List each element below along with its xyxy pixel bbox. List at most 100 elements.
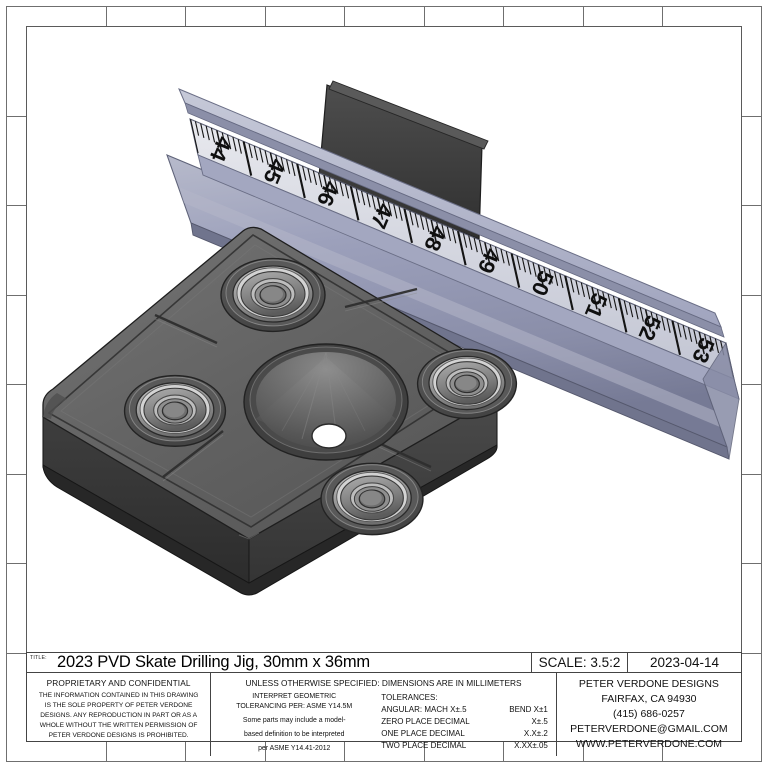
- ruler-tick: [628, 302, 634, 318]
- ruler-tick: [462, 233, 468, 248]
- company-block: PETER VERDONE DESIGNS FAIRFAX, CA 94930 …: [557, 673, 741, 756]
- ruler-tick: [617, 297, 628, 333]
- ruler-tick: [687, 327, 693, 342]
- title-block-row-notes: PROPRIETARY AND CONFIDENTIAL THE INFORMA…: [27, 673, 741, 757]
- frame-zone-tick: [423, 742, 425, 762]
- title-block: TITLE: 2023 PVD Skate Drilling Jig, 30mm…: [26, 652, 742, 757]
- ruler-tick: [355, 188, 360, 203]
- jig-corner-left: [43, 393, 67, 419]
- ruler-tick: [543, 266, 548, 282]
- ruler-tick: [537, 264, 545, 288]
- frame-zone-tick: [423, 6, 425, 26]
- ruler-tick: [596, 289, 602, 304]
- title-cell: TITLE: 2023 PVD Skate Drilling Jig, 30mm…: [27, 653, 531, 672]
- ruler-tick: [548, 268, 553, 284]
- frame-zone-tick: [742, 473, 762, 475]
- ruler-tick: [709, 336, 714, 351]
- frame-zone-tick: [264, 742, 266, 762]
- ruler-tick: [264, 150, 269, 165]
- ruler-tick: [259, 147, 264, 163]
- ruler-tick: [280, 156, 285, 172]
- frame-zone-tick: [6, 473, 26, 475]
- frame-zone-tick: [742, 294, 762, 296]
- tolerances-heading: TOLERANCES:: [381, 693, 438, 702]
- ruler-tick: [655, 313, 661, 329]
- tolerance-value: BEND X±1: [509, 705, 548, 714]
- ruler-tick: [489, 244, 494, 259]
- ruler-tick: [414, 212, 419, 228]
- frame-zone-tick: [6, 205, 26, 206]
- frame-zone-tick: [185, 742, 187, 762]
- proprietary-line-4: WHOLE WITHOUT THE WRITTEN PERMISSION OF: [39, 721, 198, 729]
- jig-corner-bottom: [238, 532, 260, 540]
- tolerance-name: ANGULAR: MACH X±.5: [381, 705, 467, 714]
- ruler-tick: [253, 145, 259, 161]
- company-email: PETERVERDONE@GMAIL.COM: [570, 723, 728, 736]
- frame-zone-tick: [742, 115, 762, 117]
- ruler-tick: [232, 136, 237, 152]
- ruler-tick: [275, 154, 280, 170]
- frame-zone-tick: [264, 6, 266, 26]
- ruler-tick: [205, 125, 210, 141]
- ruler-tick: [575, 280, 580, 295]
- tolerance-name: ONE PLACE DECIMAL: [381, 729, 465, 738]
- ruler-tick: [194, 121, 200, 136]
- ruler-tick: [360, 190, 366, 206]
- company-name: PETER VERDONE DESIGNS: [578, 678, 719, 691]
- ruler-tick: [559, 273, 564, 289]
- ruler-tick: [714, 338, 720, 354]
- frame-zone-tick: [582, 742, 584, 762]
- ruler-tick: [307, 168, 312, 183]
- ruler-tick: [500, 248, 505, 264]
- ruler-tick: [591, 286, 598, 310]
- ruler-tick: [677, 322, 682, 338]
- title-block-row-main: TITLE: 2023 PVD Skate Drilling Jig, 30mm…: [27, 653, 741, 673]
- frame-zone-tick: [742, 384, 762, 385]
- ruler-tick: [634, 304, 639, 320]
- ruler-tick: [226, 134, 232, 150]
- rib-grooves: [154, 287, 432, 478]
- jig-bottom-fillet: [42, 444, 498, 596]
- ruler-tick: [291, 161, 296, 177]
- frame-zone-tick: [105, 742, 107, 762]
- frame-zone-tick: [185, 6, 187, 26]
- ruler-tick: [334, 179, 339, 195]
- ruler-tick: [221, 132, 226, 147]
- drawing-title: 2023 PVD Skate Drilling Jig, 30mm x 36mm: [57, 653, 370, 671]
- tolerance-value: X±.5: [531, 717, 548, 726]
- model-line-1: Some parts may include a model-: [242, 717, 346, 725]
- ruler-tick: [339, 181, 344, 197]
- ruler-tick: [516, 255, 521, 271]
- ruler-tick: [366, 192, 371, 208]
- ruler-tick: [553, 271, 559, 286]
- ruler-tick: [505, 251, 510, 266]
- ruler-tick: [570, 277, 575, 293]
- center-countersink: [243, 343, 409, 461]
- proprietary-line-1: THE INFORMATION CONTAINED IN THIS DRAWIN…: [38, 692, 199, 699]
- ruler-tick: [436, 221, 441, 237]
- ruler-tick: [661, 315, 666, 331]
- ruler-tick: [376, 197, 384, 220]
- ruler-tick: [607, 293, 612, 309]
- ruler-tick: [409, 210, 414, 226]
- frame-zone-tick: [6, 384, 26, 385]
- ruler-tick: [527, 259, 532, 275]
- ruler-tick: [671, 320, 682, 356]
- bore-through-highlight: [261, 286, 283, 302]
- company-phone: (415) 686-0257: [613, 708, 685, 721]
- bore-through-highlight: [360, 490, 382, 506]
- ruler-tick: [586, 284, 591, 300]
- tolerance-row: ANGULAR: MACH X±.5 BEND X±1: [381, 704, 548, 716]
- ruler-tick: [666, 318, 671, 333]
- counterbore-hole: [416, 348, 518, 420]
- ruler-tick: [446, 226, 452, 242]
- ruler-end-cap: [702, 341, 740, 460]
- ruler-tick: [682, 324, 687, 340]
- scale-cell: SCALE: 3.5:2: [531, 653, 627, 672]
- proprietary-line-5: PETER VERDONE DESIGNS IS PROHIBITED.: [48, 731, 189, 739]
- ruler-tick: [452, 228, 457, 244]
